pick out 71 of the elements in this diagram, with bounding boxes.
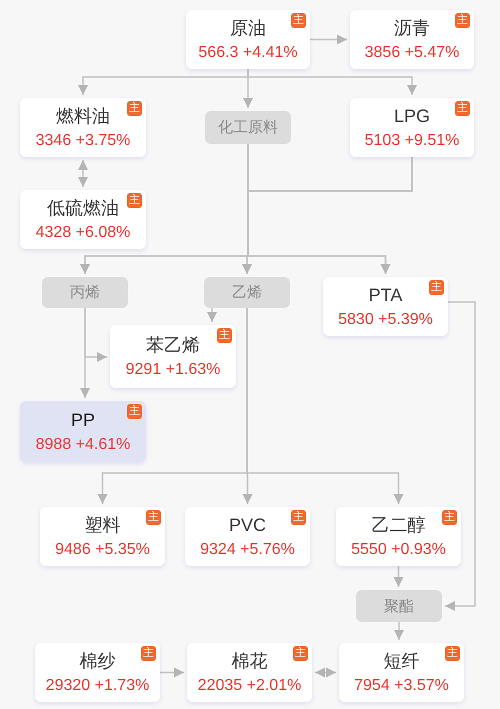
price-change: 9291 +1.63% [126,360,220,378]
commodity-card [20,190,146,249]
arrow [445,301,476,611]
arrow [315,668,336,678]
commodity-card [336,507,461,566]
commodity-name: 沥青 [394,18,430,38]
main-contract-tag: 主 [141,646,156,661]
commodity-name: PTA [368,284,402,304]
commodity-card [186,10,310,69]
commodity-name: PP [70,410,95,430]
commodity-name: 乙二醇 [372,514,426,534]
commodity-card [187,643,312,702]
main-contract-tag: 主 [146,510,161,525]
price-change: 5830 +5.39% [338,310,433,328]
arrow [84,308,107,362]
price-change: 3856 +5.47% [364,44,460,62]
price-change: 9324 +5.76% [200,540,295,558]
commodity-name: 苯乙烯 [146,334,200,354]
main-contract-tag: 主 [127,404,142,419]
main-contract-tag: 主 [217,328,232,343]
commodity-name: 棉花 [232,650,268,670]
price-change: 22035 +2.01% [198,676,302,694]
arrow [310,34,347,44]
commodity-card [185,507,310,566]
main-contract-tag: 主 [429,280,444,295]
main-contract-tag: 主 [455,101,470,116]
commodity-name: 原油 [230,18,266,38]
price-change: 29320 +1.73% [46,676,150,694]
category-node: 乙烯 [204,277,290,308]
commodity-name: PVC [228,514,266,534]
arrow [78,160,88,187]
main-contract-tag: 主 [291,510,306,525]
commodity-name: 短纤 [384,650,420,670]
price-change: 3346 +3.75% [36,132,130,150]
price-change: 5103 +9.51% [364,132,460,150]
main-contract-tag: 主 [442,510,457,525]
main-contract-tag: 主 [291,13,306,28]
commodity-name: 低硫燃油 [47,198,119,218]
commodity-card [40,507,165,566]
commodity-name: LPG [394,106,430,126]
price-change: 8988 +4.61% [36,436,130,454]
commodity-name: 塑料 [84,514,120,534]
main-contract-tag: 主 [455,13,470,28]
commodity-card [20,98,146,157]
price-change: 566.3 +4.41% [198,44,298,62]
arrow [394,622,404,640]
arrow [247,69,417,95]
main-contract-tag: 主 [127,101,142,116]
main-contract-tag: 主 [445,646,460,661]
arrow [207,308,217,322]
category-node: 化工原料 [205,111,291,144]
commodity-card [35,643,160,702]
commodity-card [339,643,464,702]
commodity-name: 棉纱 [80,650,116,670]
price-change: 5550 +0.93% [351,540,446,558]
commodity-name: 燃料油 [56,106,110,126]
commodity-card [350,10,474,69]
price-change: 4328 +6.08% [36,224,130,242]
main-contract-tag: 主 [127,193,142,208]
price-change: 7954 +3.57% [354,676,449,694]
category-node: 聚酯 [356,590,442,622]
commodity-card [350,98,474,157]
arrow [394,566,404,587]
category-node: 丙烯 [42,277,128,308]
price-change: 9486 +5.35% [55,540,150,558]
main-contract-tag: 主 [293,646,308,661]
commodity-card [110,325,236,388]
commodity-card [323,277,448,336]
commodity-card [20,401,146,462]
arrow [160,668,184,678]
arrow [246,308,404,504]
